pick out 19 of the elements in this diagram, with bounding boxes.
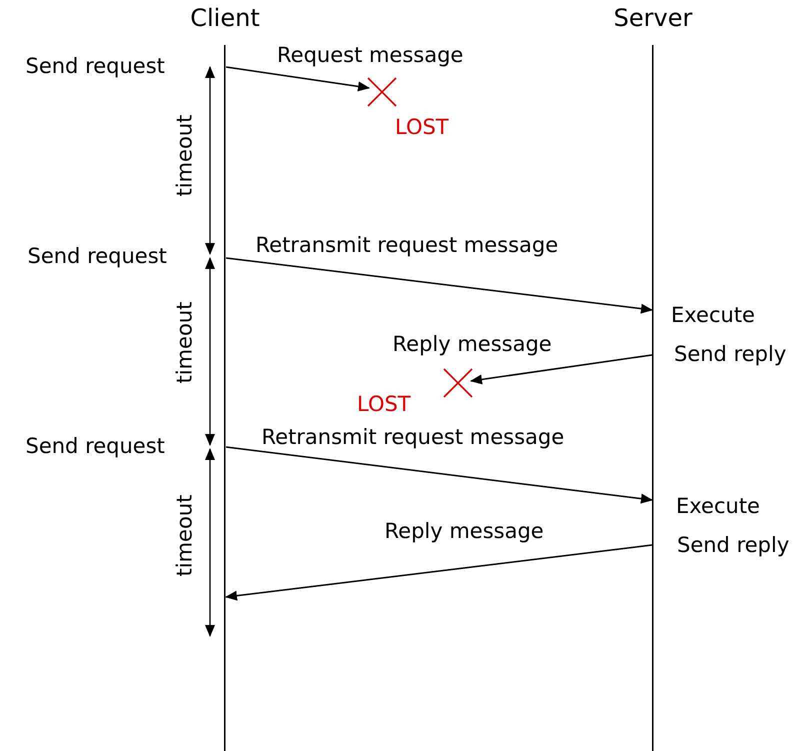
lost-label: LOST: [357, 392, 411, 416]
edge-label: Retransmit request message: [256, 234, 558, 257]
lifeline-heading: Server: [612, 5, 694, 32]
timeout-label: timeout: [173, 494, 196, 576]
step-label: Send reply: [677, 534, 790, 557]
edge-label: Request message: [277, 44, 464, 67]
step-label: Send reply: [674, 342, 786, 366]
step-label: Send request: [28, 244, 167, 268]
timeout-label: timeout: [173, 114, 196, 196]
edge-label: Retransmit request message: [262, 426, 564, 449]
step-label: Send request: [26, 434, 165, 458]
lost-label: LOST: [395, 116, 449, 139]
edge-label: Reply message: [392, 332, 552, 356]
timeout-label: timeout: [173, 301, 196, 383]
step-label: Execute: [676, 494, 760, 518]
lifeline-heading: Client: [189, 5, 261, 32]
step-label: Execute: [671, 304, 755, 327]
edge-label: Reply message: [384, 520, 544, 543]
step-label: Send request: [26, 54, 165, 78]
